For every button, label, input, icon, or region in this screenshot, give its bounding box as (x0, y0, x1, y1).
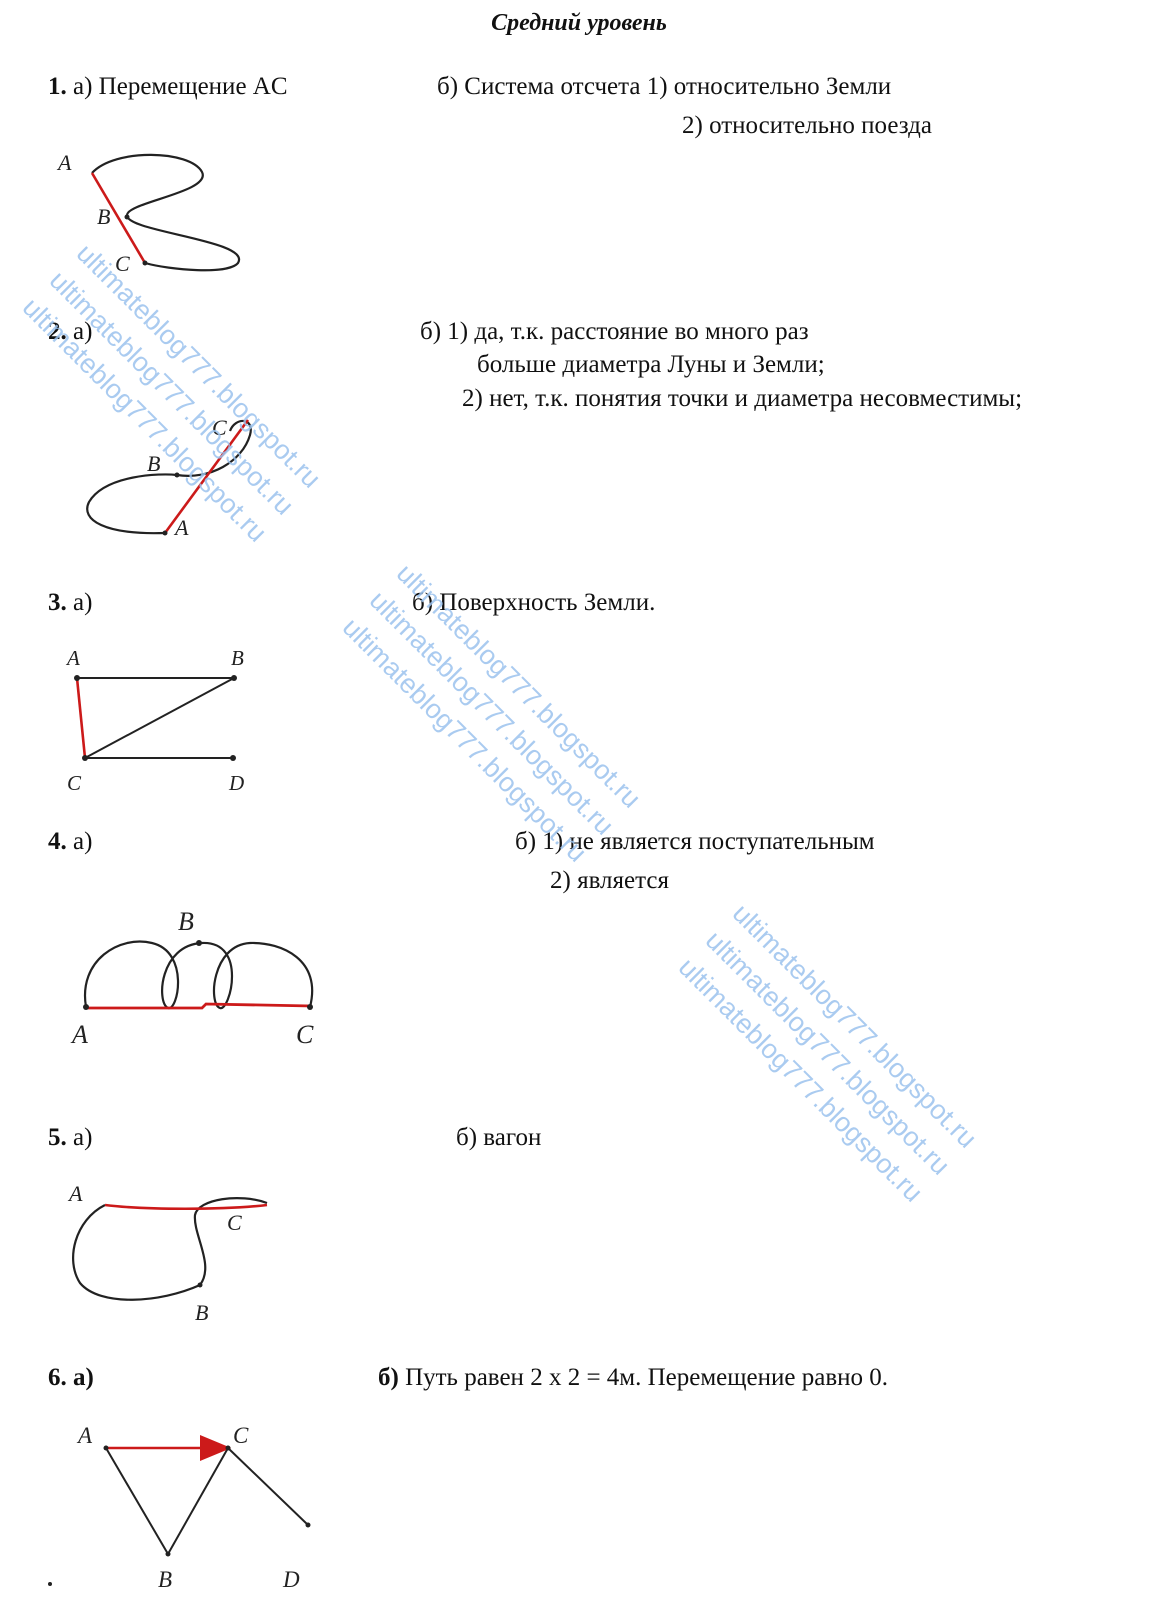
point-a (103, 1445, 109, 1451)
task-1-b-line-2: 2) относительно поезда (682, 112, 932, 139)
task-4-b-line-1: б) 1) не является поступательным (515, 828, 875, 855)
task-2-b-line-3: 2) нет, т.к. понятия точки и диаметра не… (462, 385, 1023, 412)
task-2-b-line-2: больше диаметра Луны и Земли; (477, 351, 825, 378)
point-c (142, 260, 148, 266)
label-a: A (173, 515, 189, 540)
point-c (82, 755, 88, 761)
label-a: A (76, 1423, 93, 1448)
label-c: C (296, 1020, 314, 1049)
segment-cd (227, 1447, 309, 1526)
task-answer-a: а) (73, 1364, 94, 1391)
segment-bc (84, 677, 235, 759)
label-a: A (65, 646, 80, 670)
segment-ab (105, 1447, 169, 1555)
displacement-line (163, 419, 250, 534)
label-a: A (70, 1020, 88, 1049)
task-3-b-line-1: б) Поверхность Земли. (412, 589, 656, 616)
figure-2-trajectory: C B A (86, 415, 252, 540)
point-a (74, 675, 80, 681)
task-5-b-line-1: б) вагон (456, 1124, 542, 1151)
task-6-a: 6. а) (48, 1363, 94, 1393)
label-a: A (67, 1181, 83, 1206)
point-a (83, 1004, 89, 1010)
segment-bc (167, 1447, 229, 1555)
label-b: B (158, 1567, 172, 1592)
task-6-b-prefix: б) (378, 1364, 399, 1391)
point-b (124, 214, 130, 220)
task-6-b: б) Путь равен 2 х 2 = 4м. Перемещение ра… (378, 1363, 888, 1393)
figure-4-trajectory: B A C (70, 907, 314, 1049)
task-answer-a: а) Перемещение AC (73, 73, 288, 100)
label-b: B (97, 204, 110, 229)
label-b: B (178, 907, 194, 936)
label-d: D (228, 771, 244, 795)
page-title: Средний уровень (491, 10, 667, 36)
label-d: D (282, 1567, 300, 1592)
label-a: A (56, 150, 72, 175)
task-number: 1. (48, 73, 67, 100)
task-number: 6. (48, 1364, 67, 1391)
task-number: 2. (48, 318, 67, 345)
watermark-text: ultimateblog777.blogspot.ru (363, 585, 620, 841)
figure-6-trajectory: A C B D (76, 1423, 311, 1592)
point-b (196, 940, 202, 946)
label-c: C (67, 771, 82, 795)
point-d (305, 1522, 311, 1528)
point-a (162, 530, 168, 536)
task-2-b-line-1: б) 1) да, т.к. расстояние во много раз (420, 318, 809, 345)
displacement-line (90, 172, 147, 264)
task-5-a: 5. а) (48, 1123, 92, 1153)
point-c (225, 1445, 231, 1451)
displacement-line (104, 1203, 268, 1211)
label-b: B (231, 646, 244, 670)
label-c: C (212, 415, 227, 440)
task-4-a: 4. а) (48, 827, 92, 857)
task-4-b-line-2: 2) является (550, 867, 669, 894)
watermark-text: ultimateblog777.blogspot.ru (699, 925, 956, 1181)
point-b (174, 472, 180, 478)
label-c: C (233, 1423, 249, 1448)
task-2-a: 2. а) (48, 317, 92, 347)
task-6-b-text: Путь равен 2 х 2 = 4м. Перемещение равно… (398, 1364, 889, 1391)
task-answer-a: а) (73, 318, 93, 345)
stray-dot (48, 1582, 52, 1586)
task-answer-a: а) (73, 589, 93, 616)
trajectory-path (72, 1197, 268, 1301)
task-1-a: 1. а) Перемещение AC (48, 72, 288, 102)
task-number: 4. (48, 828, 67, 855)
label-b: B (147, 451, 160, 476)
displacement-line (86, 1002, 313, 1010)
point-b (165, 1551, 171, 1557)
task-answer-a: а) (73, 1124, 93, 1151)
label-c: C (115, 251, 130, 276)
displacement-line (75, 677, 87, 759)
task-1-b-line-1: б) Система отсчета 1) относительно Земли (437, 73, 892, 100)
task-answer-a: а) (73, 828, 93, 855)
figure-3-trajectory: A B C D (65, 646, 244, 795)
task-number: 5. (48, 1124, 67, 1151)
figure-1-trajectory: A B C (56, 150, 241, 276)
figure-5-trajectory: A C B (67, 1181, 268, 1325)
trajectory-path (83, 940, 314, 1010)
task-3-a: 3. а) (48, 588, 92, 618)
point-b (197, 1282, 203, 1288)
label-b: B (195, 1300, 208, 1325)
point-c (307, 1004, 313, 1010)
trajectory-path (86, 419, 252, 535)
point-d (230, 755, 236, 761)
label-c: C (227, 1210, 242, 1235)
point-b (231, 675, 237, 681)
task-number: 3. (48, 589, 67, 616)
